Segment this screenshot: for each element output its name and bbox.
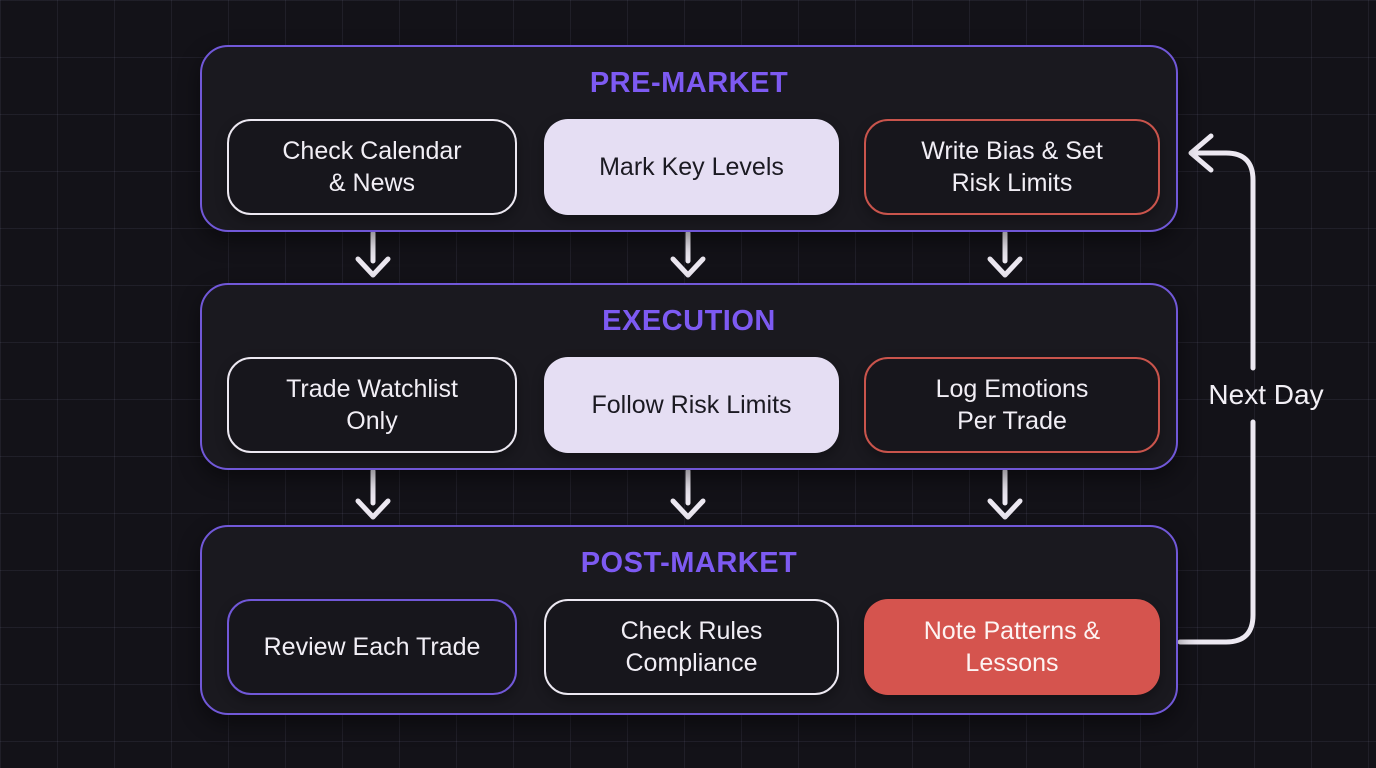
- step-review-each-trade: Review Each Trade: [227, 599, 517, 695]
- step-label: Trade Watchlist Only: [286, 375, 458, 435]
- step-follow-risk-limits: Follow Risk Limits: [544, 357, 839, 453]
- section-post-market: POST-MARKET Review Each Trade Check Rule…: [200, 525, 1178, 715]
- step-label: Review Each Trade: [263, 633, 481, 661]
- section-title: PRE-MARKET: [589, 67, 789, 99]
- step-trade-watchlist-only: Trade Watchlist Only: [227, 357, 517, 453]
- step-label: Write Bias & Set Risk Limits: [921, 137, 1103, 197]
- next-day-label: Next Day: [1208, 379, 1324, 410]
- step-label: Check Calendar & News: [282, 137, 462, 197]
- step-check-rules-compliance: Check Rules Compliance: [544, 599, 839, 695]
- section-pre-market: PRE-MARKET Check Calendar & News Mark Ke…: [200, 45, 1178, 232]
- step-label: Mark Key Levels: [599, 153, 784, 181]
- step-label: Log Emotions Per Trade: [935, 375, 1089, 435]
- down-arrow-icon: [355, 230, 1023, 278]
- step-mark-key-levels: Mark Key Levels: [544, 119, 839, 215]
- step-label: Note Patterns & Lessons: [923, 617, 1101, 677]
- step-label: Check Rules Compliance: [620, 617, 763, 677]
- section-title: EXECUTION: [602, 305, 776, 337]
- section-title: POST-MARKET: [580, 547, 798, 579]
- step-write-bias-risk-limits: Write Bias & Set Risk Limits: [864, 119, 1160, 215]
- step-check-calendar-news: Check Calendar & News: [227, 119, 517, 215]
- step-note-patterns-lessons: Note Patterns & Lessons: [864, 599, 1160, 695]
- section-execution: EXECUTION Trade Watchlist Only Follow Ri…: [200, 283, 1178, 470]
- down-arrow-icon: [355, 468, 1023, 520]
- step-log-emotions-per-trade: Log Emotions Per Trade: [864, 357, 1160, 453]
- step-label: Follow Risk Limits: [591, 391, 792, 419]
